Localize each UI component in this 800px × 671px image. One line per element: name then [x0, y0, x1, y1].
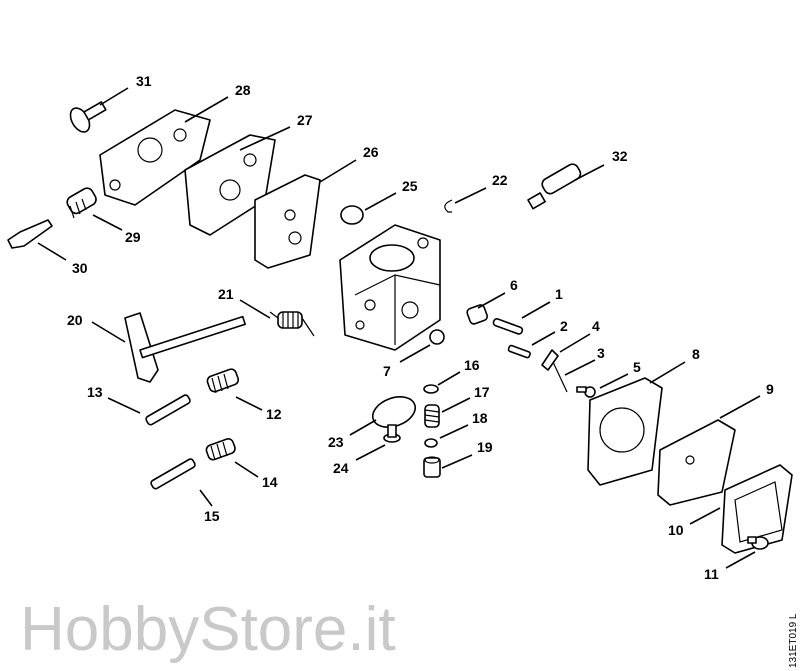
- callout-label: 28: [235, 82, 251, 98]
- callout-label: 5: [633, 359, 641, 375]
- part-26-pump-diaphragm: [254, 174, 321, 269]
- part-22-clip: [444, 199, 453, 213]
- part-24-screw: [383, 424, 401, 443]
- part-32-fitting: [527, 163, 582, 210]
- callout-label: 24: [333, 460, 349, 476]
- part-4-lever: [541, 349, 568, 393]
- callout-label: 14: [262, 474, 278, 490]
- callout-label: 31: [136, 73, 152, 89]
- callout-label: 1: [555, 286, 563, 302]
- part-14-spring: [205, 438, 236, 461]
- callout-label: 20: [67, 312, 83, 328]
- callout-label: 30: [72, 260, 88, 276]
- part-30-screw: [7, 219, 53, 249]
- watermark: HobbyStore.it: [20, 595, 396, 664]
- part-10-cover: [721, 464, 793, 554]
- callout-label: 21: [218, 286, 234, 302]
- callout-label: 29: [125, 229, 141, 245]
- callout-label: 25: [402, 178, 418, 194]
- part-5-screw: [576, 386, 596, 398]
- callout-label: 19: [477, 439, 493, 455]
- callout-label: 6: [510, 277, 518, 293]
- part-31-screw: [69, 101, 107, 133]
- part-2-pin: [507, 344, 531, 359]
- part-11-screw: [747, 536, 769, 550]
- part-13-adjusting-screw: [145, 394, 191, 426]
- callout-label: 15: [204, 508, 220, 524]
- part-19-seat: [423, 456, 441, 478]
- part-6-plug: [466, 304, 489, 325]
- callout-label: 12: [266, 406, 282, 422]
- part-carburetor-body: [339, 224, 441, 351]
- callout-label: 7: [383, 363, 391, 379]
- callout-label: 10: [668, 522, 684, 538]
- part-7-oring: [429, 329, 445, 345]
- callout-label: 27: [297, 112, 313, 128]
- part-25-plug: [340, 205, 364, 225]
- callout-label: 11: [704, 566, 719, 582]
- part-18-washer: [424, 438, 438, 448]
- callout-label: 22: [492, 172, 508, 188]
- part-12-spring: [206, 368, 240, 394]
- callout-label: 4: [592, 318, 600, 334]
- part-17-spring: [424, 404, 440, 428]
- callout-label: 8: [692, 346, 700, 362]
- callout-label: 26: [363, 144, 379, 160]
- drawing-code: 131ET019 L: [788, 613, 799, 668]
- callout-label: 9: [766, 381, 774, 397]
- callout-label: 2: [560, 318, 568, 334]
- part-28-pump-cover: [99, 109, 211, 206]
- callout-label: 16: [464, 357, 480, 373]
- part-9-metering-diaphragm: [657, 419, 736, 506]
- callout-label: 13: [87, 384, 103, 400]
- part-15-adjusting-screw: [150, 458, 196, 490]
- callout-label: 3: [597, 345, 605, 361]
- callout-label: 23: [328, 434, 344, 450]
- callout-label: 32: [612, 148, 628, 164]
- part-16-washer: [423, 384, 439, 394]
- part-29-spring: [66, 187, 97, 219]
- part-8-gasket: [587, 377, 663, 486]
- part-20-throttle-shaft: [124, 312, 246, 383]
- part-21-spring: [269, 311, 315, 337]
- part-1-needle: [492, 318, 524, 335]
- part-23-disc: [371, 396, 417, 428]
- callout-label: 17: [474, 384, 490, 400]
- callout-label: 18: [472, 410, 488, 426]
- leader-lines: [37, 87, 761, 569]
